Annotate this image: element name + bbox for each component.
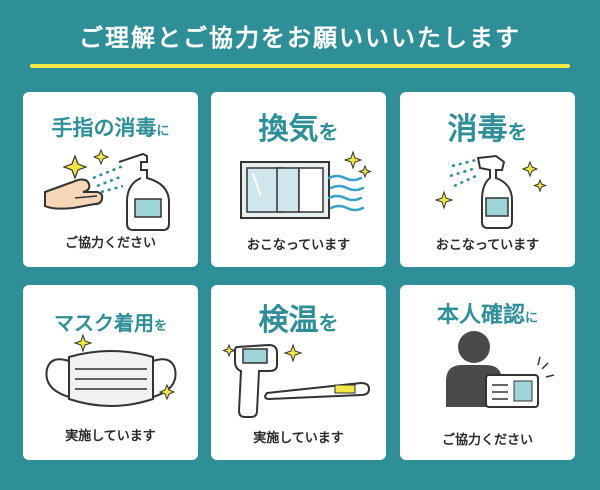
card-identity-check: 本人確認に ご協力ください: [400, 285, 575, 460]
window-ventilation-icon: [240, 150, 372, 219]
card-disinfection: 消毒を おこなっています: [400, 92, 575, 267]
face-mask-icon: [45, 333, 177, 407]
card-title: 手指の消毒に: [23, 112, 198, 142]
card-title-main: マスク着用: [53, 311, 154, 335]
banner-underline: [30, 64, 570, 68]
card-title-particle: に: [525, 311, 539, 326]
card-caption: ご協力ください: [64, 236, 156, 251]
card-title-particle: に: [156, 124, 170, 139]
card-caption: 実施しています: [65, 429, 156, 444]
card-title-main: 本人確認: [436, 303, 525, 328]
card-title: マスク着用を: [23, 307, 198, 336]
card-title-particle: を: [318, 120, 339, 144]
card-title-particle: を: [153, 319, 167, 334]
card-title-main: 検温: [258, 303, 319, 338]
thermometer-icon: [222, 343, 371, 418]
card-title-main: 手指の消毒: [51, 116, 157, 140]
card-hand-sanitizer: 手指の消毒に ご協力ください: [23, 92, 198, 267]
card-title: 本人確認に: [400, 297, 575, 329]
card-ventilation: 換気を おこなっています: [211, 92, 386, 267]
card-caption: おこなっています: [246, 238, 351, 253]
card-title-main: 換気: [258, 112, 319, 147]
card-title-particle: を: [507, 120, 528, 144]
spray-bottle-icon: [434, 154, 547, 229]
banner-title: ご理解とご協力をお願いいいたします: [79, 24, 521, 52]
card-title-particle: を: [318, 311, 339, 335]
card-title: 検温を: [211, 295, 386, 339]
card-title: 消毒を: [400, 104, 575, 148]
card-face-mask: マスク着用を 実施しています: [23, 285, 198, 460]
hand-sanitizer-icon: [44, 148, 170, 231]
card-caption: ご協力ください: [441, 433, 533, 448]
card-title: 換気を: [211, 104, 386, 148]
card-caption: 実施しています: [253, 431, 344, 446]
card-caption: おこなっています: [435, 238, 540, 253]
id-card-person-icon: [446, 331, 555, 408]
card-title-main: 消毒: [447, 112, 508, 147]
card-temperature-check: 検温を 実施しています: [211, 285, 386, 460]
